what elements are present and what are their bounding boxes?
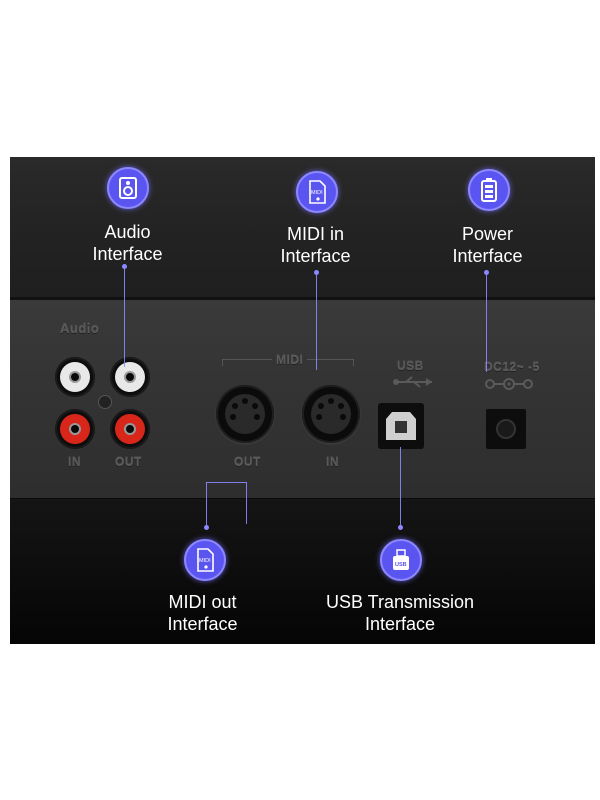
power-label-line2: Interface [452,246,523,266]
midi-in-leader-line [316,272,317,370]
power-leader-line [486,272,487,372]
ground-screw [98,395,112,409]
rca-jack-red-in [55,409,95,449]
usb-label-line1: USB Transmission [325,592,475,612]
midi-out-leader-v [246,482,247,524]
dc-power-jack [486,409,526,449]
audio-label-line1: Audio [104,222,151,242]
midi-out-callout-icon: MIDI [184,539,226,581]
rca-jack-white-in [55,357,95,397]
power-callout-label: Power Interface [430,223,545,267]
midi-in-leader-dot [314,270,319,275]
usb-marking: USB [397,359,424,373]
rca-jack-red-out [110,409,150,449]
midi-out-leader-dot [204,525,209,530]
midi-file-icon: MIDI [197,548,214,572]
polarity-symbol-icon [485,378,533,390]
audio-label-line2: Interface [92,244,163,264]
panel-bottom [10,499,595,644]
midi-out-port [216,385,274,443]
speaker-icon [119,177,137,199]
usb-icon-text: USB [395,562,407,568]
battery-icon [481,178,497,202]
dc-marking: DC12~ -5 [484,360,540,374]
midi-in-callout-label: MIDI in Interface [258,223,373,267]
rca-jack-white-out [110,357,150,397]
midi-out-icon-text: MIDI [199,558,211,564]
midi-in-label-line2: Interface [280,246,351,266]
audio-leader-line [124,267,125,367]
usb-callout-icon: USB [380,539,422,581]
usb-symbol-icon [393,376,432,388]
midi-in-port [302,385,360,443]
midi-out-leader-h [206,482,246,483]
usb-b-port [378,403,424,449]
usb-leader-line [400,447,401,525]
audio-leader-dot [122,264,127,269]
midi-in-label-line1: MIDI in [286,224,344,244]
midi-in-callout-icon: MIDI [296,171,338,213]
audio-in-marking: IN [68,455,81,469]
audio-out-marking: OUT [115,455,142,469]
midi-out-callout-label: MIDI out Interface [145,591,260,635]
usb-label-line2: Interface [364,614,436,634]
audio-callout-label: Audio Interface [70,221,185,265]
midi-out-leader-v2 [206,482,207,527]
midi-out-label-line1: MIDI out [168,592,237,612]
power-leader-dot [484,270,489,275]
midi-out-marking: OUT [234,455,261,469]
midi-in-marking: IN [326,455,339,469]
midi-file-icon: MIDI [309,180,326,204]
midi-in-icon-text: MIDI [311,190,323,196]
power-label-line1: Power [461,224,514,244]
audio-callout-icon [107,167,149,209]
usb-drive-icon: USB [393,549,409,570]
audio-marking: Audio [60,321,100,336]
usb-callout-label: USB Transmission Interface [310,591,490,635]
midi-out-label-line2: Interface [167,614,238,634]
usb-leader-dot [398,525,403,530]
power-callout-icon [468,169,510,211]
midi-marking: MIDI [272,353,308,367]
